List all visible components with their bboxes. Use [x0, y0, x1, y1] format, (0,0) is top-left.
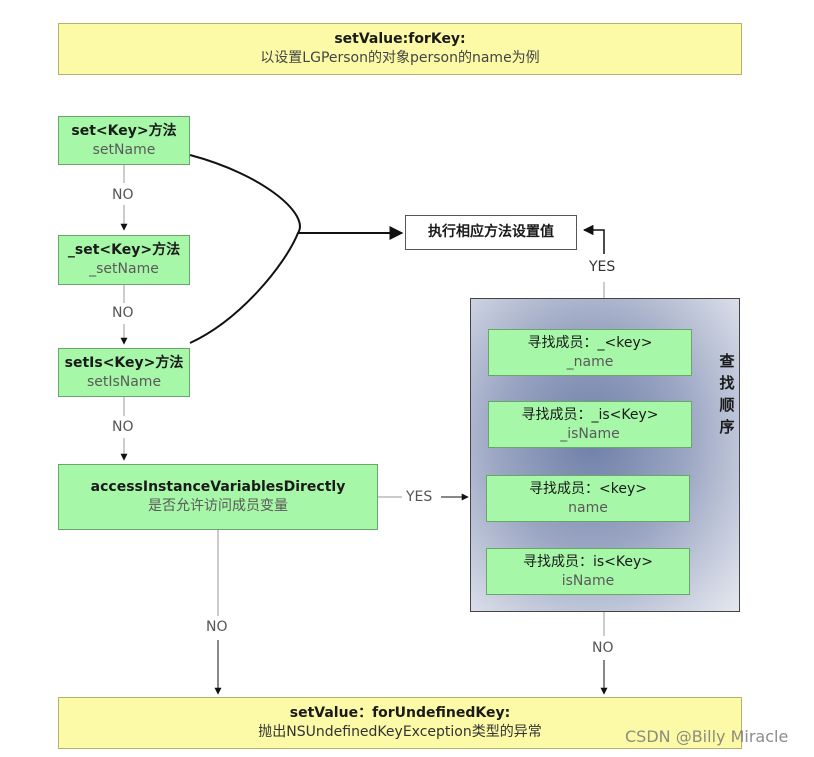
no-label-3: NO — [112, 419, 134, 435]
search-item-2-title: 寻找成员：_is<Key> — [521, 406, 659, 423]
search-order-char: 查 — [719, 352, 735, 370]
underscore-set-key-title: _set<Key>方法 — [67, 242, 181, 258]
header-title: setValue:forKey: — [334, 31, 466, 47]
set-key-example: setName — [92, 141, 156, 158]
search-order-char: 顺 — [719, 396, 735, 414]
access-ivars-box: accessInstanceVariablesDirectly 是否允许访问成员… — [58, 464, 378, 530]
search-order-label: 查找顺序 — [717, 350, 737, 438]
search-item-1-title: 寻找成员：_<key> — [527, 334, 653, 351]
yes-label-search: YES — [589, 259, 616, 275]
footer-title: setValue：forUndefinedKey: — [289, 705, 511, 721]
watermark: CSDN @Billy Miracle — [625, 727, 789, 746]
no-label-1: NO — [112, 187, 134, 203]
access-ivars-subtitle: 是否允许访问成员变量 — [148, 498, 288, 514]
search-item-4-example: isName — [561, 572, 615, 589]
edge-set-curve — [189, 154, 301, 344]
search-item-3: 寻找成员：<key> name — [486, 475, 690, 522]
header-box: setValue:forKey: 以设置LGPerson的对象person的na… — [58, 23, 742, 75]
set-is-key-title: setIs<Key>方法 — [64, 354, 184, 371]
yes-label-access: YES — [406, 489, 433, 505]
footer-box: setValue：forUndefinedKey: 抛出NSUndefinedK… — [58, 697, 742, 749]
search-order-char: 找 — [719, 374, 735, 392]
search-item-2-example: _isName — [560, 425, 620, 442]
header-subtitle: 以设置LGPerson的对象person的name为例 — [260, 50, 540, 66]
search-item-1-example: _name — [566, 353, 614, 370]
no-label-access: NO — [206, 619, 228, 635]
set-key-box: set<Key>方法 setName — [58, 116, 190, 165]
search-item-2: 寻找成员：_is<Key> _isName — [488, 401, 692, 448]
execute-box: 执行相应方法设置值 — [405, 215, 577, 250]
set-is-key-example: setIsName — [86, 373, 162, 390]
search-item-3-title: 寻找成员：<key> — [529, 480, 647, 497]
search-item-3-example: name — [568, 499, 608, 516]
access-ivars-title: accessInstanceVariablesDirectly — [90, 479, 346, 495]
search-order-char: 序 — [719, 418, 735, 436]
footer-subtitle: 抛出NSUndefinedKeyException类型的异常 — [258, 724, 542, 740]
search-item-4: 寻找成员：is<Key> isName — [486, 548, 690, 595]
set-key-title: set<Key>方法 — [71, 122, 177, 139]
underscore-set-key-box: _set<Key>方法 _setName — [58, 235, 190, 285]
no-label-search: NO — [592, 640, 614, 656]
no-label-2: NO — [112, 305, 134, 321]
search-item-4-title: 寻找成员：is<Key> — [522, 553, 654, 570]
set-is-key-box: setIs<Key>方法 setIsName — [58, 348, 190, 397]
underscore-set-key-example: _setName — [89, 261, 159, 277]
search-item-1: 寻找成员：_<key> _name — [488, 329, 692, 376]
edge-search-to-execute-b — [582, 224, 605, 254]
execute-label: 执行相应方法设置值 — [428, 224, 554, 240]
